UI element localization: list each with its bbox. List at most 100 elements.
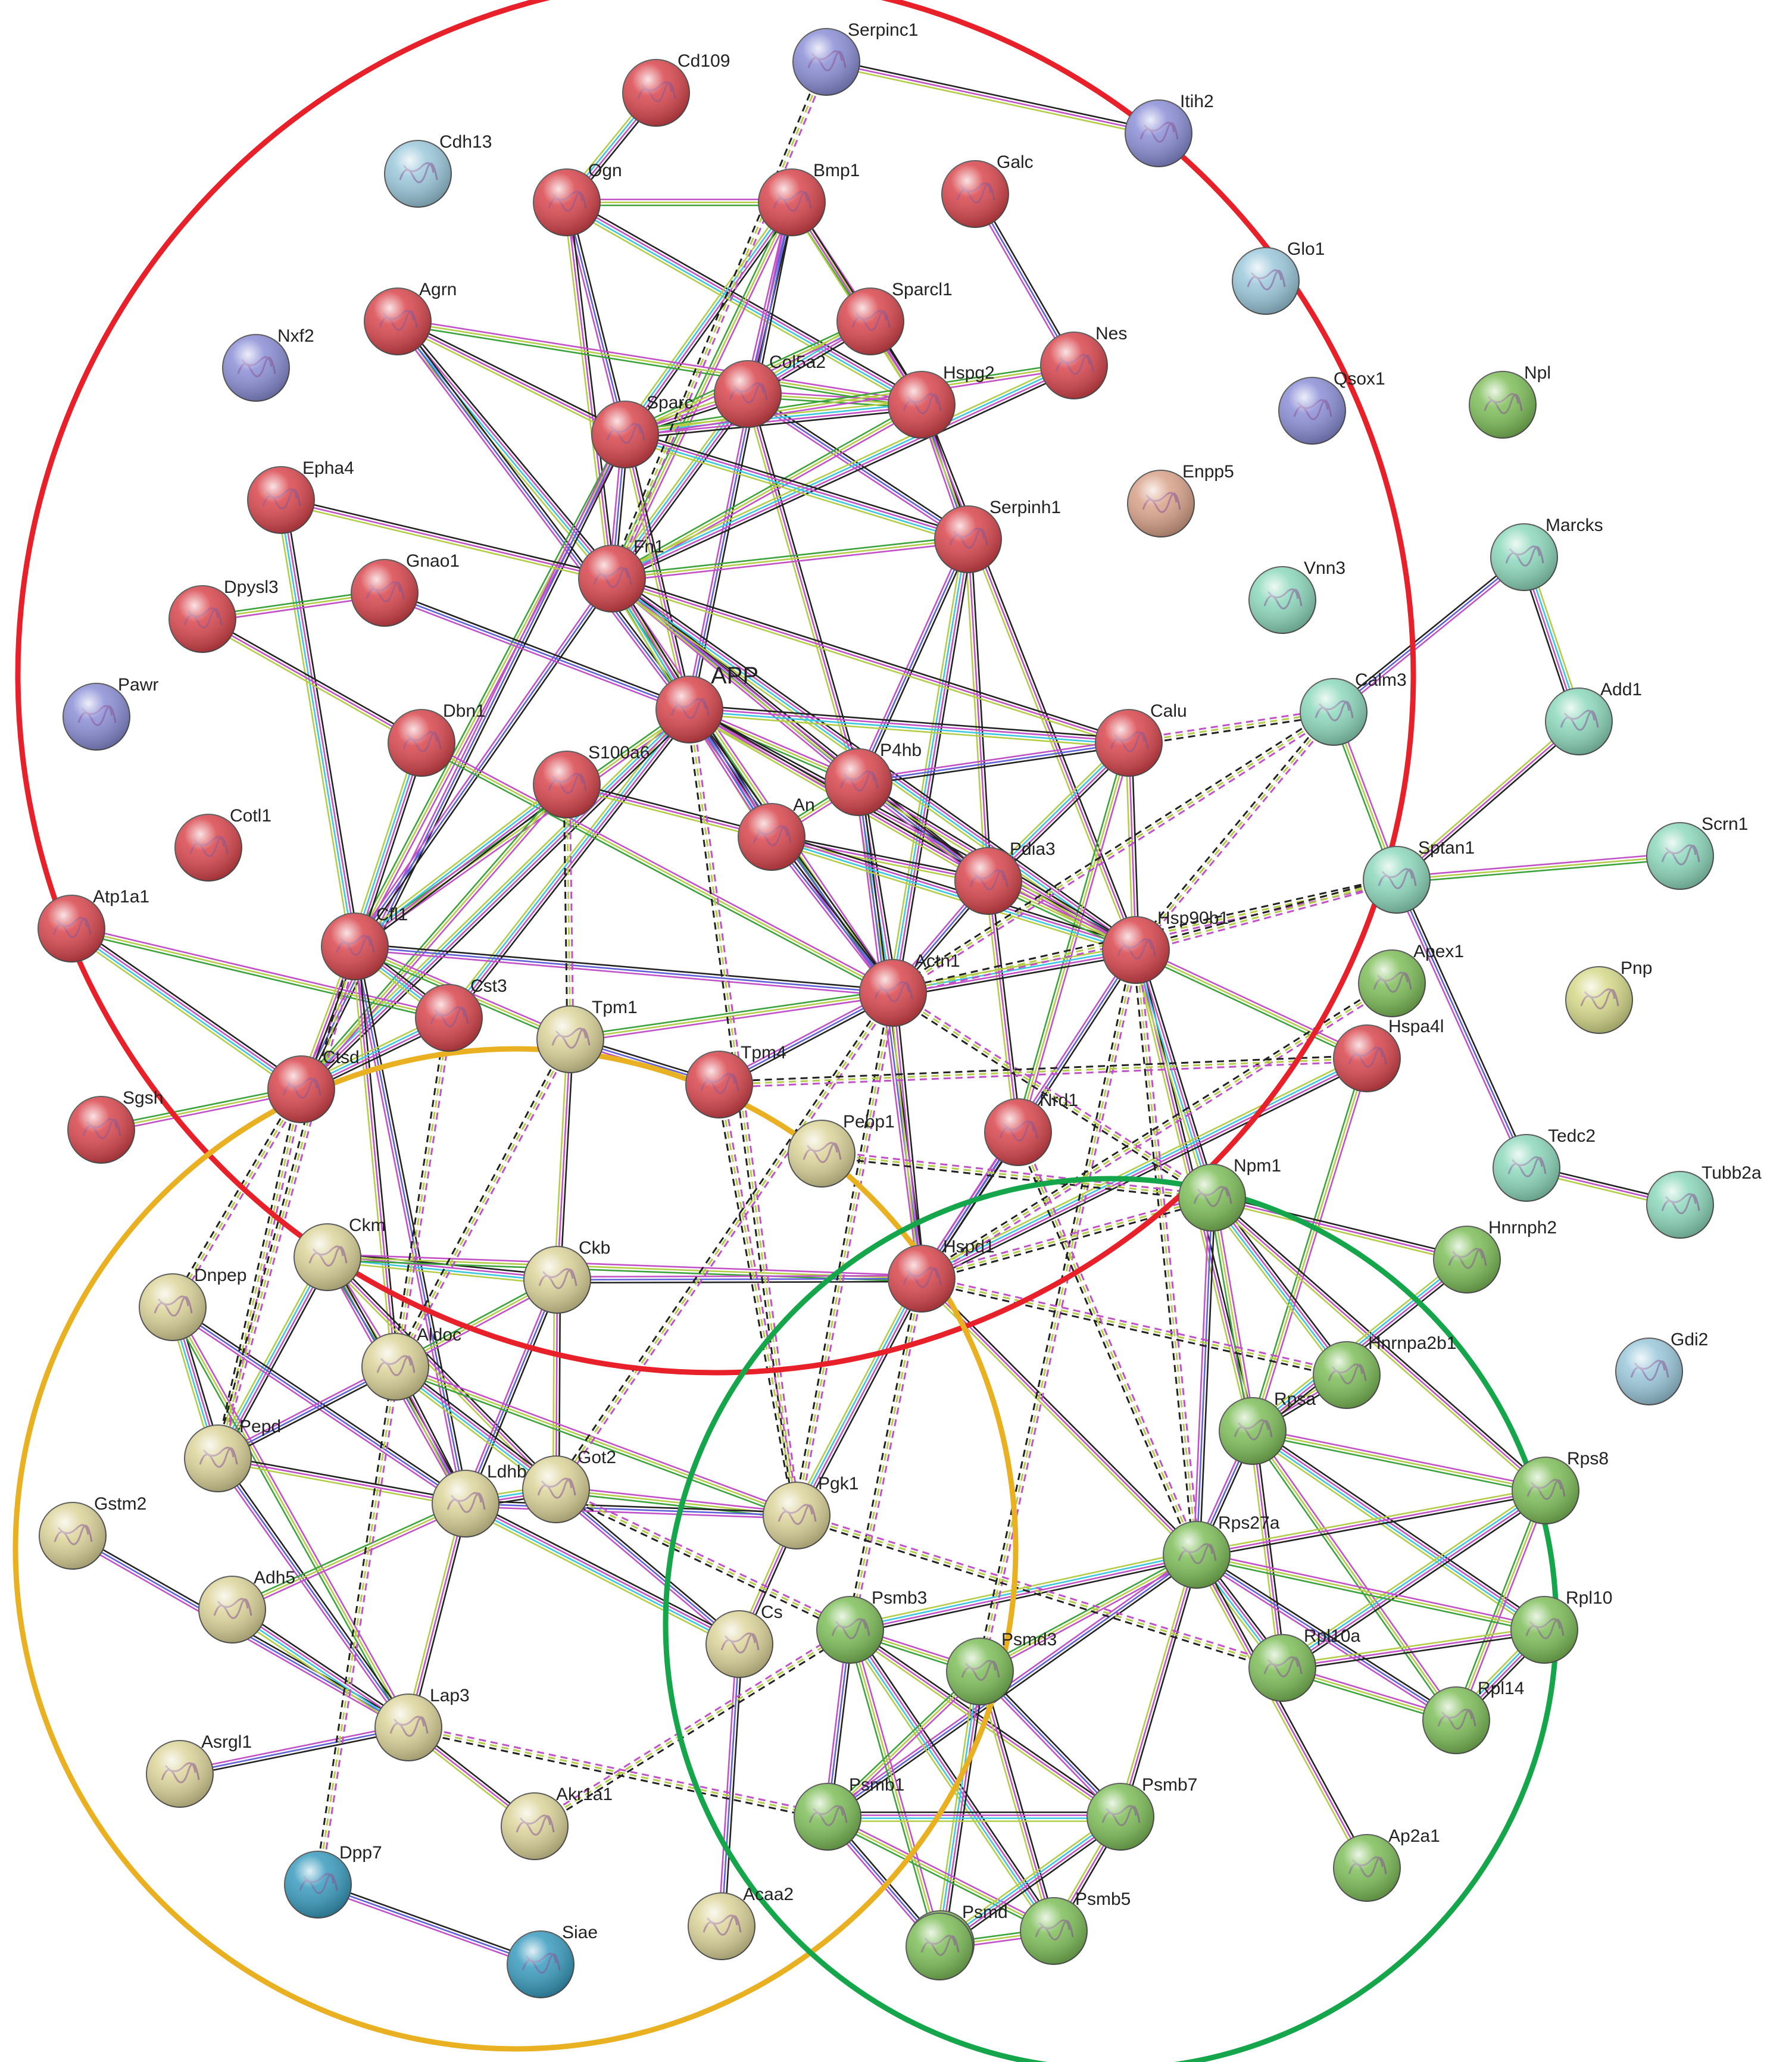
node-bmp1[interactable]: Bmp1 bbox=[758, 161, 860, 236]
node-rpl10[interactable]: Rpl10 bbox=[1510, 1588, 1612, 1664]
node-dbn1[interactable]: Dbn1 bbox=[388, 701, 486, 777]
node-rpl14[interactable]: Rpl14 bbox=[1422, 1679, 1524, 1754]
node-nxf2[interactable]: Nxf2 bbox=[222, 326, 314, 402]
node-adh5[interactable]: Adh5 bbox=[198, 1568, 295, 1644]
node-tubb2a[interactable]: Tubb2a bbox=[1646, 1163, 1762, 1239]
node-pnp[interactable]: Pnp bbox=[1565, 958, 1652, 1034]
node-epha4[interactable]: Epha4 bbox=[247, 458, 354, 534]
node-cotl1[interactable]: Cotl1 bbox=[174, 806, 271, 882]
dashed-edge-Sptan1-Hsp90b1 bbox=[1135, 876, 1398, 954]
node-npl[interactable]: Npl bbox=[1469, 363, 1551, 439]
node-qsox1[interactable]: Qsox1 bbox=[1278, 369, 1385, 445]
node-hsp90b1[interactable]: Hsp90b1 bbox=[1102, 908, 1229, 984]
node-gdi2[interactable]: Gdi2 bbox=[1615, 1330, 1708, 1405]
node-enpp5[interactable]: Enpp5 bbox=[1127, 462, 1234, 538]
node-add1[interactable]: Add1 bbox=[1545, 680, 1642, 755]
node-ogn[interactable]: Ogn bbox=[533, 161, 622, 236]
node-scrn1[interactable]: Scrn1 bbox=[1646, 814, 1748, 890]
node-pdia3[interactable]: Pdia3 bbox=[954, 839, 1056, 915]
node-psmb6[interactable] bbox=[906, 1913, 973, 1980]
node-tpm1[interactable]: Tpm1 bbox=[536, 998, 638, 1073]
node-ckm[interactable]: Ckm bbox=[294, 1216, 386, 1291]
node-itih2[interactable]: Itih2 bbox=[1125, 92, 1214, 167]
node-actn1[interactable]: Actn1 bbox=[859, 951, 960, 1027]
node-ap2a1[interactable]: Ap2a1 bbox=[1333, 1826, 1440, 1902]
node-psmb3[interactable]: Psmb3 bbox=[816, 1588, 927, 1664]
node-npm1[interactable]: Npm1 bbox=[1178, 1156, 1281, 1232]
node-ckb[interactable]: Ckb bbox=[523, 1238, 610, 1314]
node-cdh13[interactable]: Cdh13 bbox=[384, 132, 492, 208]
node-apex1[interactable]: Apex1 bbox=[1358, 942, 1464, 1017]
dashed-edge-Pebp1-Npm1 bbox=[821, 1149, 1213, 1202]
node-nrd1[interactable]: Nrd1 bbox=[984, 1091, 1078, 1166]
node-dnpep[interactable]: Dnpep bbox=[139, 1266, 246, 1341]
node-dpysl3[interactable]: Dpysl3 bbox=[168, 577, 279, 653]
node-sgsh[interactable]: Sgsh bbox=[67, 1088, 163, 1164]
node-gstm2[interactable]: Gstm2 bbox=[39, 1494, 146, 1570]
node-akr1a1[interactable]: Akr1a1 bbox=[501, 1785, 613, 1860]
node-app[interactable]: APP bbox=[655, 663, 758, 743]
edge-strand bbox=[1209, 1199, 1544, 1494]
node-calu[interactable]: Calu bbox=[1095, 701, 1187, 777]
node-cst3[interactable]: Cst3 bbox=[415, 976, 507, 1052]
edge-strand bbox=[1017, 742, 1130, 1133]
node-siae[interactable]: Siae bbox=[507, 1923, 598, 1998]
node-glo1[interactable]: Glo1 bbox=[1232, 239, 1325, 315]
node-hspa4l[interactable]: Hspa4l bbox=[1333, 1017, 1444, 1092]
node-atp1a1[interactable]: Atp1a1 bbox=[38, 887, 149, 963]
node-psmb1[interactable]: Psmb1 bbox=[794, 1775, 904, 1851]
node-fn1[interactable]: Fn1 bbox=[578, 537, 664, 613]
node-asrgl1[interactable]: Asrgl1 bbox=[146, 1732, 252, 1808]
node-psmb5[interactable]: Psmb5 bbox=[1020, 1889, 1131, 1965]
node-tedc2[interactable]: Tedc2 bbox=[1493, 1126, 1596, 1202]
node-col5a2[interactable]: Col5a2 bbox=[714, 352, 826, 428]
node-label: Ctsd bbox=[323, 1048, 360, 1067]
node-nes[interactable]: Nes bbox=[1040, 324, 1127, 399]
node-sparc[interactable]: Sparc bbox=[591, 393, 693, 468]
node-pgk1[interactable]: Pgk1 bbox=[763, 1474, 858, 1549]
node-tpm4[interactable]: Tpm4 bbox=[685, 1043, 786, 1119]
node-gloss bbox=[139, 1274, 206, 1341]
edge-strand bbox=[232, 1502, 466, 1611]
edge-Nes-Sparc bbox=[625, 361, 1075, 439]
node-calm3[interactable]: Calm3 bbox=[1300, 670, 1407, 746]
node-s100a6[interactable]: S100a6 bbox=[533, 743, 650, 818]
node-acaa2[interactable]: Acaa2 bbox=[688, 1885, 794, 1960]
node-got2[interactable]: Got2 bbox=[522, 1448, 616, 1523]
node-serpinh1[interactable]: Serpinh1 bbox=[934, 498, 1061, 573]
node-hnrnph2[interactable]: Hnrnph2 bbox=[1433, 1218, 1557, 1294]
node-pepd[interactable]: Pepd bbox=[184, 1417, 281, 1492]
node-hspg2[interactable]: Hspg2 bbox=[888, 363, 995, 439]
node-psmd3[interactable]: Psmd3 bbox=[946, 1630, 1057, 1705]
node-aldoc[interactable]: Aldoc bbox=[361, 1325, 461, 1401]
node-rps8[interactable]: Rps8 bbox=[1512, 1449, 1609, 1524]
node-cfl1[interactable]: Cfl1 bbox=[321, 905, 408, 980]
node-ctsd[interactable]: Ctsd bbox=[267, 1048, 360, 1123]
node-lap3[interactable]: Lap3 bbox=[374, 1686, 470, 1761]
node-gnao1[interactable]: Gnao1 bbox=[351, 551, 460, 627]
node-marcks[interactable]: Marcks bbox=[1490, 516, 1603, 591]
node-dpp7[interactable]: Dpp7 bbox=[284, 1843, 382, 1919]
node-rpl10a[interactable]: Rpl10a bbox=[1248, 1626, 1360, 1702]
node-sptan1[interactable]: Sptan1 bbox=[1363, 838, 1475, 914]
node-pawr[interactable]: Pawr bbox=[63, 675, 158, 751]
node-sparcl1[interactable]: Sparcl1 bbox=[836, 280, 953, 355]
node-agrn[interactable]: Agrn bbox=[364, 280, 457, 355]
node-cs[interactable]: Cs bbox=[705, 1602, 783, 1678]
node-galc[interactable]: Galc bbox=[941, 152, 1034, 228]
node-rpsa[interactable]: Rpsa bbox=[1219, 1389, 1316, 1465]
edge-Psmb3-Psmb6 bbox=[846, 1629, 944, 1948]
node-serpinc1[interactable]: Serpinc1 bbox=[792, 20, 918, 96]
node-hnrnpa2b1[interactable]: Hnrnpa2b1 bbox=[1313, 1333, 1456, 1409]
node-cd109[interactable]: Cd109 bbox=[622, 51, 730, 127]
node-hspd1[interactable]: Hspd1 bbox=[888, 1237, 995, 1313]
node-vnn3[interactable]: Vnn3 bbox=[1248, 558, 1345, 634]
edge-strand bbox=[850, 1552, 1197, 1629]
dashed-edge-strand bbox=[1135, 711, 1335, 951]
node-psmb7[interactable]: Psmb7 bbox=[1087, 1775, 1197, 1851]
node-p4hb[interactable]: P4hb bbox=[825, 741, 922, 816]
node-anxa[interactable]: An bbox=[738, 795, 815, 871]
node-rps27a[interactable]: Rps27a bbox=[1163, 1513, 1280, 1589]
node-pebp1[interactable]: Pebp1 bbox=[788, 1112, 895, 1188]
node-ldhb[interactable]: Ldhb bbox=[432, 1462, 527, 1538]
